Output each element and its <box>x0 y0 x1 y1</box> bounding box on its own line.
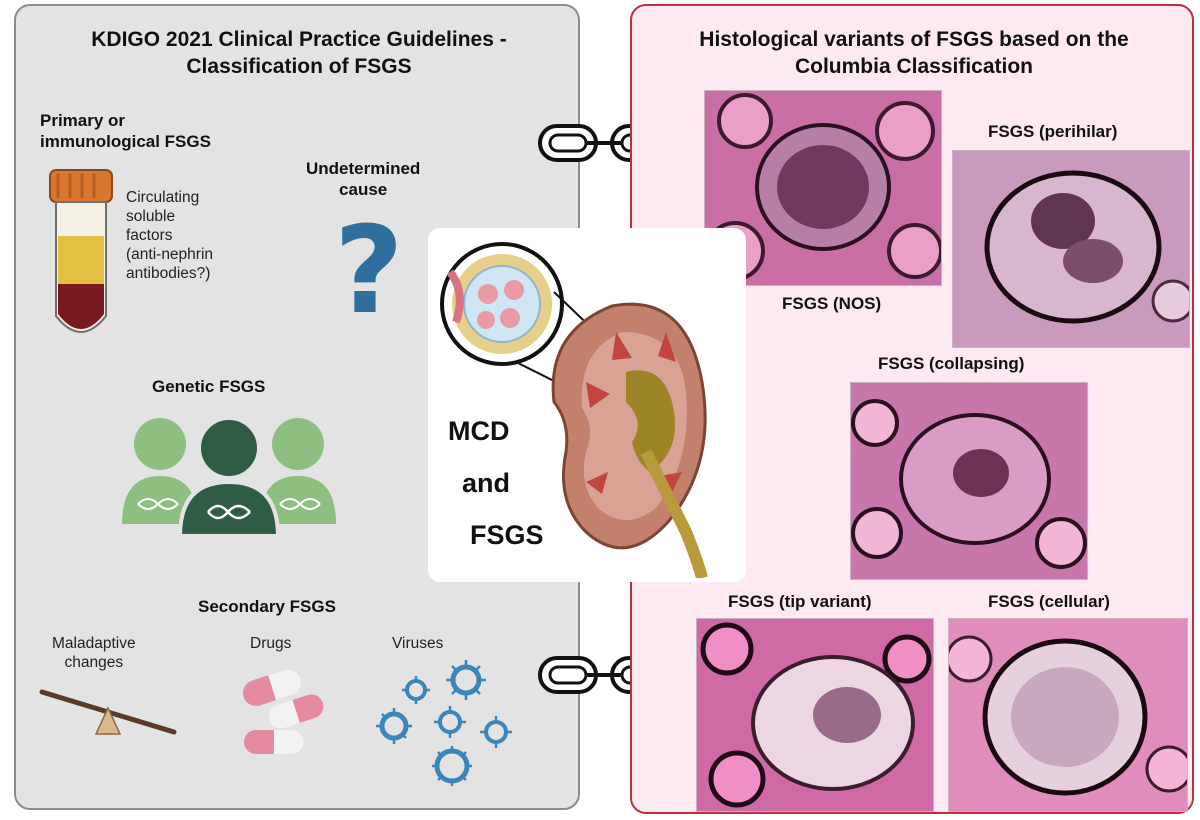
circ-1: Circulating <box>126 189 200 206</box>
test-tube-icon <box>49 169 113 333</box>
maladaptive-line1: Maladaptive <box>52 635 136 652</box>
histology-perihilar-image <box>952 150 1190 348</box>
histology-collapsing-image <box>850 382 1088 580</box>
right-title: Histological variants of FSGS based on t… <box>632 26 1196 80</box>
center-mcd: MCD <box>448 416 510 446</box>
right-title-line2: Columbia Classification <box>794 55 1034 78</box>
dna-people-icon <box>122 416 336 538</box>
undetermined-line1: Undetermined <box>306 159 421 178</box>
virus-icon <box>376 660 512 786</box>
kidney-illustration <box>440 242 708 578</box>
maladaptive-label: Maladaptive changes <box>52 634 136 672</box>
viruses-label: Viruses <box>392 635 444 652</box>
left-title-line1: KDIGO 2021 Clinical Practice Guidelines … <box>91 28 507 51</box>
center-and: and <box>462 468 511 498</box>
circ-2: soluble <box>126 208 176 225</box>
maladaptive-line2: changes <box>64 654 124 671</box>
label-tip: FSGS (tip variant) <box>728 592 872 611</box>
primary-line2: immunological FSGS <box>40 132 211 151</box>
undetermined-line2: cause <box>339 180 388 199</box>
undetermined-label: Undetermined cause <box>306 158 420 200</box>
left-title-line2: Classification of FSGS <box>186 55 412 78</box>
genetic-fsgs-label: Genetic FSGS <box>152 377 266 396</box>
label-nos: FSGS (NOS) <box>782 294 882 313</box>
drugs-label: Drugs <box>250 635 292 652</box>
circulating-factors-text: Circulating soluble factors (anti-nephri… <box>126 188 213 283</box>
histology-tip-image <box>696 618 934 812</box>
histology-cellular-image <box>948 618 1188 812</box>
circ-5: antibodies?) <box>126 265 211 282</box>
circ-4: (anti-nephrin <box>126 246 214 263</box>
label-cellular: FSGS (cellular) <box>988 592 1110 611</box>
label-collapsing: FSGS (collapsing) <box>878 354 1025 373</box>
right-title-line1: Histological variants of FSGS based on t… <box>699 28 1129 51</box>
question-mark-icon: ? <box>334 202 404 341</box>
circ-3: factors <box>126 227 173 244</box>
pill-icon <box>242 669 324 754</box>
label-perihilar: FSGS (perihilar) <box>988 122 1118 141</box>
primary-line1: Primary or <box>40 111 126 130</box>
seesaw-icon <box>39 689 177 735</box>
center-fsgs: FSGS <box>470 520 544 550</box>
left-title: KDIGO 2021 Clinical Practice Guidelines … <box>16 26 582 80</box>
primary-fsgs-label: Primary or immunological FSGS <box>40 110 211 152</box>
secondary-fsgs-label: Secondary FSGS <box>198 597 336 616</box>
